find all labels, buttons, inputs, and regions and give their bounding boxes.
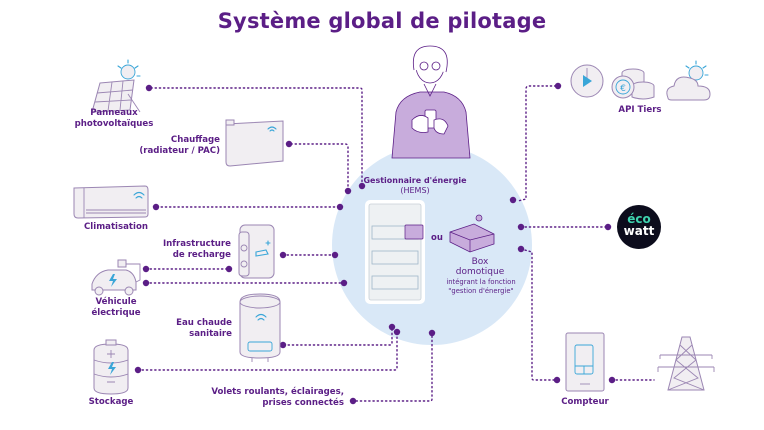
clock-icon (570, 64, 604, 98)
ev-label-line2: électrique (91, 308, 141, 318)
home-automation-box-icon (449, 214, 495, 253)
api-label: API Tiers (618, 105, 662, 115)
ecowatt-line2: watt (623, 224, 655, 238)
air-conditioner-icon (73, 185, 149, 219)
ev-label: Véhicule électrique (76, 297, 156, 319)
hems-circle (332, 145, 532, 345)
box-label-line1: Box (471, 257, 489, 267)
solar-panel-icon (91, 59, 141, 113)
shutters-label: Volets roulants, éclairages, prises conn… (190, 387, 344, 409)
ecowatt-logo: éco watt (617, 205, 661, 249)
ev-charger-icon (238, 224, 275, 279)
ac-label: Climatisation (84, 222, 148, 232)
hems-title: Gestionnaire d'énergie (363, 176, 467, 185)
weather-icon (666, 60, 711, 101)
water-heater-label: Eau chaude sanitaire (150, 318, 232, 340)
connection-lines (137, 85, 655, 402)
radiator-icon (225, 119, 284, 167)
box-desc-line1: intégrant la fonction (446, 278, 516, 286)
shutters-label-line2: prises connectés (262, 398, 344, 408)
meter-label: Compteur (561, 397, 609, 407)
water-label-line2: sanitaire (189, 329, 232, 339)
or-label: ou (431, 233, 443, 243)
ecowatt-line1: éco (627, 212, 651, 226)
hems-subtitle: (HEMS) (400, 186, 430, 195)
box-label-line2: domotique (455, 267, 505, 277)
charger-label-line2: de recharge (172, 250, 231, 260)
page-title: Système global de pilotage (217, 9, 547, 33)
heating-label-line2: (radiateur / PAC) (139, 146, 220, 156)
storage-label: Stockage (88, 397, 134, 407)
box-label: Box domotique (432, 257, 528, 277)
person-illustration (391, 45, 471, 159)
battery-icon (93, 339, 129, 395)
electrical-panel-icon (365, 200, 425, 304)
meter-icon (565, 332, 605, 392)
connection-dots (134, 82, 616, 405)
water-label-line1: Eau chaude (176, 318, 232, 328)
pylon-icon (657, 336, 715, 391)
electric-car-icon (91, 259, 141, 296)
svg-text:€: € (620, 84, 626, 94)
euro-coins-icon: € (611, 68, 655, 100)
ev-label-line1: Véhicule (95, 297, 137, 307)
heating-label-line1: Chauffage (170, 135, 220, 145)
water-heater-icon (239, 293, 281, 362)
heating-label: Chauffage (radiateur / PAC) (130, 135, 220, 157)
charger-label: Infrastructure de recharge (150, 239, 231, 261)
charger-label-line1: Infrastructure (162, 239, 231, 249)
solar-label: Panneaux photovoltaïques (72, 108, 156, 130)
box-description: intégrant la fonction "gestion d'énergie… (426, 278, 536, 295)
solar-label-line1: Panneaux (90, 108, 138, 118)
solar-label-line2: photovoltaïques (74, 119, 154, 129)
box-desc-line2: "gestion d'énergie" (448, 286, 514, 295)
shutters-label-line1: Volets roulants, éclairages, (211, 387, 344, 397)
